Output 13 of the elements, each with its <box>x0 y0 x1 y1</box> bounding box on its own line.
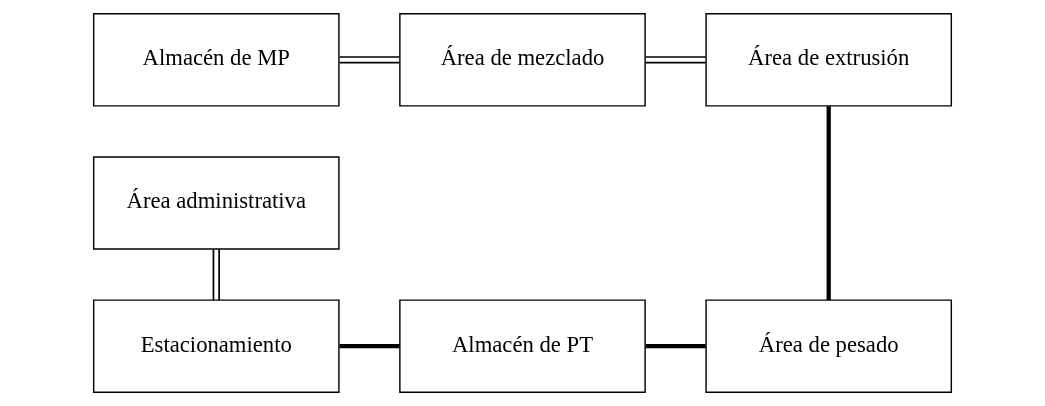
connector <box>339 344 400 349</box>
node-box: Área de pesado <box>705 299 953 393</box>
node-box: Área de extrusión <box>705 13 953 107</box>
connector <box>826 106 831 301</box>
connector <box>645 344 706 349</box>
connector <box>212 248 220 301</box>
node-box: Área administrativa <box>92 156 340 250</box>
node-box: Estacionamiento <box>92 299 340 393</box>
connector <box>338 56 401 64</box>
node-box: Almacén de MP <box>92 13 340 107</box>
node-box: Almacén de PT <box>399 299 646 393</box>
node-box: Área de mezclado <box>399 13 646 107</box>
connector <box>644 56 707 64</box>
